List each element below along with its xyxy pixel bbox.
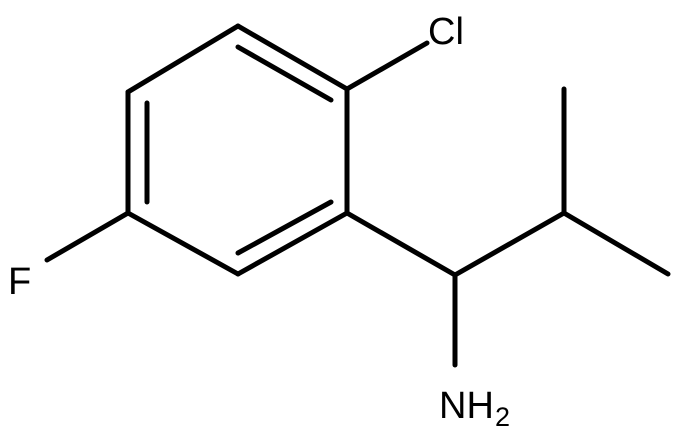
bond-ring-bottom-right xyxy=(235,210,350,277)
atom-chlorine-label: Cl xyxy=(428,11,464,53)
bond-ring-bottom-left xyxy=(125,210,241,277)
bond-ch-to-isopropyl xyxy=(452,210,567,278)
bond-f xyxy=(44,210,131,263)
atom-amine-subscript: 2 xyxy=(495,402,510,432)
bond-ring-top-right xyxy=(235,23,350,92)
bond-ring-inner-bottom xyxy=(235,199,334,256)
atom-fluorine-label: F xyxy=(8,261,31,303)
bond-ring-to-ch xyxy=(344,210,458,278)
bond-ring-inner-top xyxy=(235,44,334,103)
bond-ring-top-left xyxy=(125,23,241,95)
atom-amine-label: NH xyxy=(439,385,494,427)
bond-methyl-right xyxy=(561,210,671,277)
bond-cl xyxy=(344,40,430,92)
